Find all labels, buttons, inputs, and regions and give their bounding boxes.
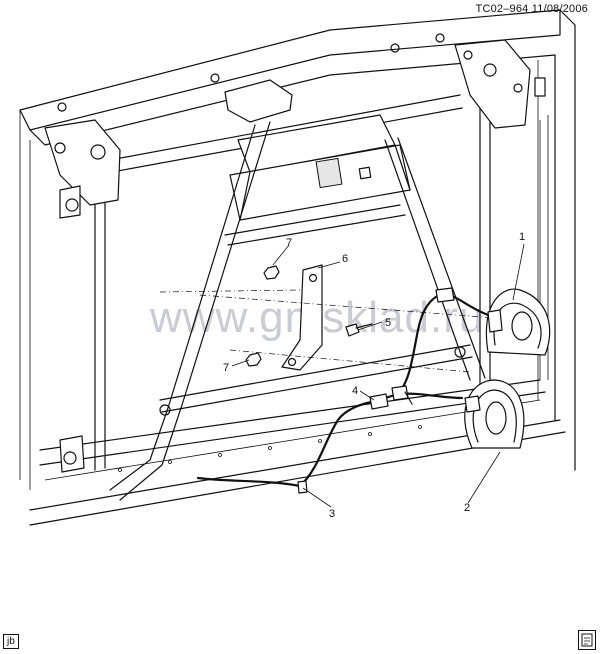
- horn-wiring-harness: [196, 287, 490, 494]
- bracket-nut-lower: [245, 352, 262, 367]
- callout-1: 1: [519, 231, 525, 243]
- alignment-lines: [159, 289, 496, 373]
- center-support-brace: [109, 114, 486, 501]
- hood-latch-bracket: [57, 33, 445, 123]
- horn-bolt: [345, 323, 373, 337]
- callout-4: 4: [352, 385, 358, 397]
- horn-upper: [485, 288, 551, 356]
- callout-3: 3: [329, 508, 335, 520]
- book-page-icon: [578, 630, 596, 650]
- callout-5: 5: [385, 317, 391, 329]
- callout-7-upper: 7: [286, 237, 292, 249]
- left-mount-bracket: [44, 119, 121, 473]
- illustrator-tag: jb: [3, 634, 19, 649]
- radiator-support-frame: [19, 9, 576, 526]
- right-mount-bracket: [454, 39, 546, 129]
- bracket-nut-upper: [263, 265, 280, 280]
- horn-lower: [464, 379, 525, 449]
- callout-6: 6: [342, 253, 348, 265]
- horn-bracket: [281, 264, 323, 371]
- callout-7-lower: 7: [223, 362, 229, 374]
- callout-leaders: [231, 243, 525, 508]
- callout-2: 2: [464, 502, 470, 514]
